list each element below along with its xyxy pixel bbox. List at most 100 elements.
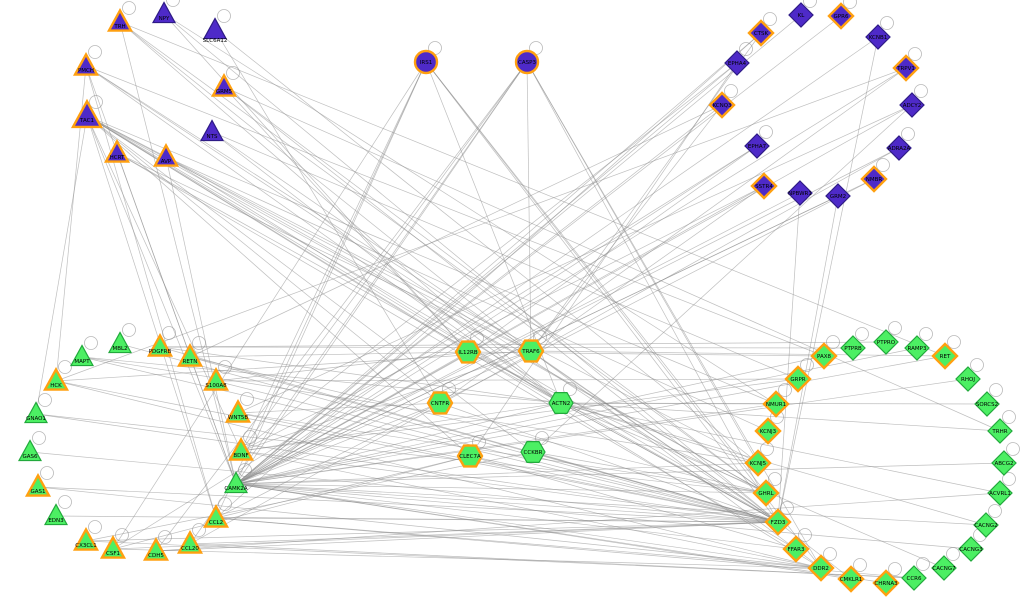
edge-SSTR4-BDNF (240, 185, 765, 452)
edge-GPR6-CAMK2A (235, 15, 842, 485)
edge-ADRA2A-CAMK2A (235, 147, 900, 485)
node-SSTR4[interactable]: SSTR4 (750, 172, 778, 200)
node-CACNG2[interactable]: CACNG2 (973, 512, 999, 538)
node-CCKBR[interactable]: CCKBR (520, 441, 546, 463)
node-CLEC7A[interactable]: CLEC7A (456, 444, 484, 468)
edge-CDH5-FZD3 (155, 521, 779, 552)
node-KL[interactable]: KL (788, 2, 814, 28)
node-IL12RB[interactable]: IL12RB (454, 340, 482, 364)
node-CNTFR[interactable]: CNTFR (426, 391, 454, 415)
node-DDR2[interactable]: DDR2 (807, 554, 835, 582)
edge-CAMK2A-FFAR3 (235, 483, 797, 550)
node-NPY[interactable]: NPY (151, 1, 177, 24)
node-RET[interactable]: RET (931, 342, 959, 370)
node-TRPV1[interactable]: TRPV1 (892, 54, 920, 82)
node-EPHA7[interactable]: EPHA7 (744, 133, 770, 159)
node-ACTN2[interactable]: ACTN2 (548, 392, 574, 414)
node-CMKLR1[interactable]: CMKLR1 (837, 565, 865, 593)
self-loop-NMBR (876, 158, 890, 172)
node-TRHR[interactable]: TRHR (987, 418, 1013, 444)
node-NTS[interactable]: NTS (199, 119, 225, 142)
node-GRM2[interactable]: GRM2 (825, 183, 851, 209)
edge-IRS1-CSF1 (112, 61, 427, 550)
node-PMCH[interactable]: PMCH (72, 51, 100, 76)
node-CASP3[interactable]: CASP3 (514, 49, 540, 75)
node-ACVRL1[interactable]: ACVRL1 (987, 480, 1013, 506)
edge-IRS1-FZD3 (425, 61, 779, 523)
edge-KCNQ3-CAMK2A (235, 104, 723, 485)
node-RETN[interactable]: RETN (176, 342, 204, 367)
node-shape-dia (974, 391, 1000, 417)
edge-GRM2-FZD3 (777, 195, 839, 523)
edge-NPBWR1-CAMK2A (235, 192, 801, 485)
node-GRPR[interactable]: GRPR (784, 365, 812, 393)
self-loop-GNAO1 (38, 393, 52, 407)
node-shape-tri (23, 401, 49, 424)
node-shape-dia (782, 535, 810, 563)
node-EDN3[interactable]: EDN3 (43, 503, 69, 526)
node-shape-dia (901, 565, 927, 591)
node-CCR6[interactable]: CCR6 (901, 565, 927, 591)
edge-NPY-NMUR1 (163, 13, 777, 405)
node-MBL2[interactable]: MBL2 (107, 331, 133, 354)
node-CACNG7[interactable]: CACNG7 (931, 555, 957, 581)
node-KCNJ5[interactable]: KCNJ5 (744, 449, 772, 477)
self-loop-CHRNA3 (888, 562, 902, 576)
edge-IRS1-DDR2 (425, 61, 822, 569)
node-shape-dia (987, 480, 1013, 506)
node-PTPRB[interactable]: PTPRB (840, 335, 866, 361)
edge-BDNF-TRAF6 (240, 350, 532, 452)
node-WNT5B[interactable]: WNT5B (224, 398, 252, 423)
node-ADCY2[interactable]: ADCY2 (899, 92, 925, 118)
edge-EPHA4-CLEC7A (469, 62, 738, 457)
node-SORCS2[interactable]: SORCS2 (974, 391, 1000, 417)
node-IRS1[interactable]: IRS1 (413, 49, 439, 75)
node-KCNQ3[interactable]: KCNQ3 (708, 91, 736, 119)
node-GAS6[interactable]: GAS6 (17, 439, 43, 462)
self-loop-SORCS2 (989, 383, 1003, 397)
node-KCNB1[interactable]: KCNB1 (865, 24, 891, 50)
node-FZD3[interactable]: FZD3 (764, 508, 792, 536)
node-CCL20[interactable]: CCL20 (176, 529, 204, 554)
edge-PDGFRB-PTPRB (159, 346, 854, 349)
node-shape-dia (931, 555, 957, 581)
edge-RETN-GHRL (189, 356, 767, 494)
node-CACNG3[interactable]: CACNG3 (958, 536, 984, 562)
node-shape-dia (973, 512, 999, 538)
edge-ADCY2-WNT5B (237, 104, 913, 414)
node-TRAF6[interactable]: TRAF6 (517, 339, 545, 363)
node-ADRA2A[interactable]: ADRA2A (886, 135, 912, 161)
node-NMUR1[interactable]: NMUR1 (762, 390, 790, 418)
node-TRH[interactable]: TRH (106, 7, 134, 32)
node-GRM5[interactable]: GRM5 (210, 72, 238, 97)
node-GAS1[interactable]: GAS1 (24, 472, 52, 497)
edge-CASP3-CAMK2A (235, 61, 528, 485)
self-loop-GHRL (768, 472, 782, 486)
edge-ABCG2-CAMK2A (235, 462, 1005, 485)
self-loop-FFAR3 (798, 528, 812, 542)
node-RHOJ[interactable]: RHOJ (955, 366, 981, 392)
node-GNAO1[interactable]: GNAO1 (23, 401, 49, 424)
edge-TRH-RET (119, 21, 946, 357)
edge-IRS1-GHRL (425, 61, 767, 494)
edge-SLC6A12-KCNJ5 (214, 29, 759, 464)
node-shape-dia (904, 335, 930, 361)
edge-MBL2-FZD3 (119, 343, 779, 523)
node-NPBWR1[interactable]: NPBWR1 (787, 180, 813, 206)
edge-PMCH-FZD3 (85, 65, 779, 523)
edge-CTSK-CCL2 (215, 32, 762, 519)
node-shape-hex (517, 339, 545, 363)
node-RAMP3[interactable]: RAMP3 (904, 335, 930, 361)
node-CDH5[interactable]: CDH5 (142, 536, 170, 561)
node-HCK[interactable]: HCK (42, 366, 70, 391)
node-shape-tri (151, 1, 177, 24)
node-PTPRO[interactable]: PTPRO (873, 329, 899, 355)
node-TAC1[interactable]: TAC1 (70, 98, 104, 129)
node-KCNJ3[interactable]: KCNJ3 (754, 417, 782, 445)
node-GPR6[interactable]: GPR6 (827, 2, 855, 30)
node-ABCG2[interactable]: ABCG2 (991, 450, 1017, 476)
edge-TRAF6-FZD3 (530, 350, 779, 523)
node-MAPT[interactable]: MAPT (69, 344, 95, 367)
node-NMBR[interactable]: NMBR (860, 165, 888, 193)
